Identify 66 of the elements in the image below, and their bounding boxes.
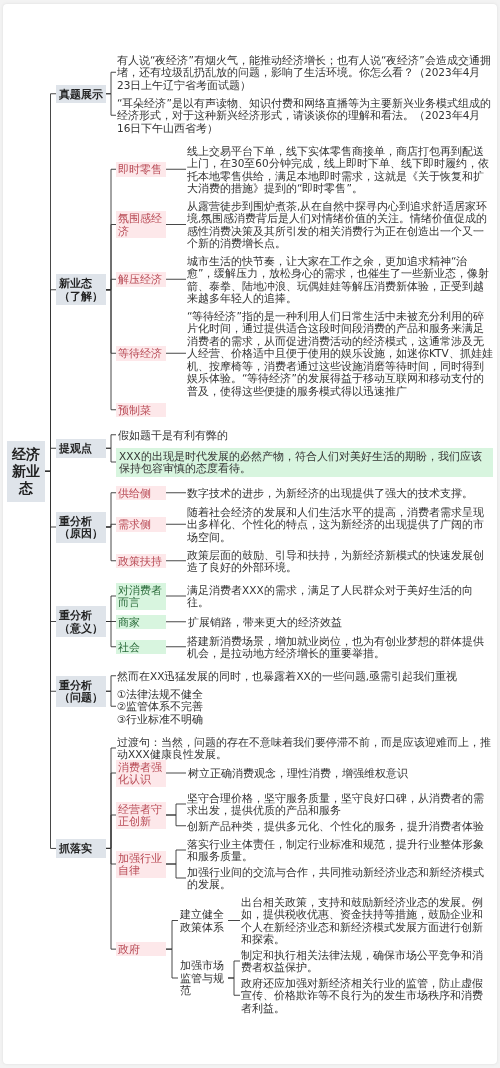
- connector-line: [165, 595, 187, 597]
- note-text: 创新产品种类，提供多元化、个性化的服务，提升消费者体验: [186, 819, 494, 832]
- topic-box: 新业态（了解）: [56, 274, 106, 306]
- subtopic-label: 经营者守正创新: [116, 801, 166, 829]
- highlight-box: XXX的出现是时代发展的必然产物，符合人们对美好生活的期盼，我们应该保持包容审慎的态度看待。: [116, 447, 493, 477]
- connector-line: [105, 93, 117, 116]
- connector-line: [105, 848, 117, 950]
- subtopic-label: 即时零售: [116, 162, 166, 177]
- branch-label: 建立健全政策体系: [178, 907, 228, 934]
- note-text: 制定和执行相关法律法规，确保市场公平竞争和消费者权益保护。: [240, 948, 494, 974]
- note-text: 从露营徒步到围炉煮茶,从在自然中探寻内心到追求舒适居家环境,氛围感消费背后是人们对情绪价值的关注。情绪价值促成的感性消费决策及其所引发的相关消费行为正在创造出一个又一个新的消费增长点。: [186, 199, 494, 250]
- subtopic-label: 加强行业自律: [116, 850, 166, 878]
- branch-label: 假如题干是有利有弊的: [116, 427, 493, 442]
- topic-box: 提观点: [56, 439, 106, 458]
- connector-line: [165, 492, 187, 494]
- connector-line: [44, 470, 57, 849]
- branch-label: 树立正确消费观念，理性消费，增强维权意识: [186, 765, 494, 780]
- note-text: 搭建新消费场景，增加就业岗位，也为有创业梦想的群体提供机会，是拉动地方经济增长的重要举措。: [186, 634, 494, 660]
- connector-line: [227, 920, 241, 921]
- connector-line: [165, 621, 187, 623]
- note-text: 政策层面的鼓励、引导和扶持，为新经济新模式的快速发展创造了良好的外部环境。: [186, 548, 494, 574]
- topic-box: 抓落实: [56, 839, 106, 858]
- note-text: 政府还应加强对新经济相关行业的监管，防止虚假宣传、价格欺诈等不良行为的发生市场秩序和消费者利益。: [240, 976, 494, 1014]
- note-text: 线上交易平台下单，线下实体零售商接单，商店打包再到配送上门，在30至60分钟完成，线上即时下单、线下即时履约，依托本地零售供给，满足本地即时需求，这就是《关于恢复和扩大消费的措施》提到的“即时零售”。: [186, 144, 494, 195]
- connector-line: [165, 948, 179, 979]
- connector-line: [165, 278, 187, 280]
- note-text: 然而在XX迅猛发展的同时，也暴露着XX的一些问题,亟需引起我们重视: [116, 669, 493, 682]
- note-text: ①法律法规不健全 ②监管体系不完善 ③行业标准不明确: [116, 687, 208, 725]
- topic-box: 重分析（原因）: [56, 511, 106, 543]
- connector-line: [165, 863, 187, 879]
- root-topic-box: 经济新业态: [7, 440, 45, 502]
- connector-line: [165, 352, 187, 354]
- connector-line: [105, 289, 117, 411]
- note-text: 城市生活的快节奏，让大家在工作之余，更加追求精神“治愈”，缓解压力，放松身心的需求，也催生了一些新业态，像射箭、泰拳、陆地冲浪、玩偶娃娃等解压消费新体验，正受到越来越多年轻人的追捧。: [186, 254, 494, 305]
- subtopic-label: 解压经济: [116, 272, 166, 287]
- topic-box: 重分析（问题）: [56, 675, 106, 707]
- connector-line: [165, 224, 187, 225]
- note-text: 过渡句：当然，问题的存在不意味着我们要停滞不前，而是应该迎难而上，推动XXX健康良性发展。: [116, 735, 493, 761]
- connector-line: [165, 772, 187, 774]
- note-text: 有人说“夜经济”有烟火气，能推动经济增长；也有人说“夜经济”会造成交通拥堵，还有垃圾乱扔乱放的问题，影响了生活环境。你怎么看？（2023年4月23日上午辽宁省考面试题）: [116, 53, 493, 91]
- connector-line: [165, 560, 187, 562]
- connector-line: [165, 168, 187, 170]
- connector-line: [165, 646, 187, 648]
- note-text: 加强行业间的交流与合作，共同推动新经济业态和新经济模式的发展。: [186, 865, 494, 891]
- note-text: 满足消费者XXX的需求，满足了人民群众对于美好生活的向往。: [186, 583, 494, 609]
- branch-label: 加强市场监管与规范: [178, 958, 228, 998]
- connector-line: [105, 447, 117, 463]
- subtopic-label: 氛围感经济: [116, 211, 166, 238]
- subtopic-label: 消费者强化认识: [116, 759, 166, 787]
- connector-line: [105, 690, 117, 707]
- connector-line: [227, 977, 241, 996]
- connector-line: [165, 814, 187, 827]
- subtopic-label: 等待经济: [116, 346, 166, 361]
- subtopic-label: 对消费者而言: [116, 582, 166, 610]
- connector-line: [105, 526, 117, 562]
- note-text: “等待经济”指的是一种利用人们日常生活中未被充分利用的碎片化时间，通过提供适合这段时间段消费的产品和服务来满足消费者的需求，从而促进消费活动的经济模式，这通常涉及无人经营、价格适中且便于使用的娱乐设施，如迷你KTV、抓娃娃机、按摩椅等，消费者通过这些设施消磨等待时间，同时得到娱乐体验。“等待经济”的发展得益于移动互联网和移动支付的普及，使得这些便捷的服务模式得以迅速推广: [186, 309, 494, 397]
- connector-line: [165, 523, 187, 525]
- note-text: 随着社会经济的发展和人们生活水平的提高，消费者需求呈现出多样化、个性化的特点，这为新经济的出现提供了广阔的市场空间。: [186, 505, 494, 543]
- topic-box: 重分析（意义）: [56, 606, 106, 637]
- note-text: 坚守合理价格，坚守服务质量，坚守良好口碑，从消费者的需求出发，提供优质的产品和服务: [186, 791, 494, 817]
- note-text: 数字技术的进步，为新经济的出现提供了强大的技术支撑。: [186, 486, 494, 499]
- branch-label: 扩展销路，带来更大的经济效益: [186, 614, 494, 629]
- note-text: 出台相关政策，支持和鼓励新经济业态的发展。例如，提供税收优惠、资金扶持等措施，鼓励企业和个人在新经济业态和新经济模式发展方面进行创新和探索。: [240, 895, 494, 946]
- subtopic-label: 需求侧: [116, 517, 166, 532]
- note-text: “耳朵经济”是以有声读物、知识付费和网络直播等为主要新兴业务模式组成的经济形式，对于这种新兴经济形式，请谈谈你的理解和看法。（2023年4月16日下午山西省考）: [116, 96, 493, 134]
- note-text: 落实行业主体责任，制定行业标准和规范，提升行业整体形象和服务质量。: [186, 837, 494, 863]
